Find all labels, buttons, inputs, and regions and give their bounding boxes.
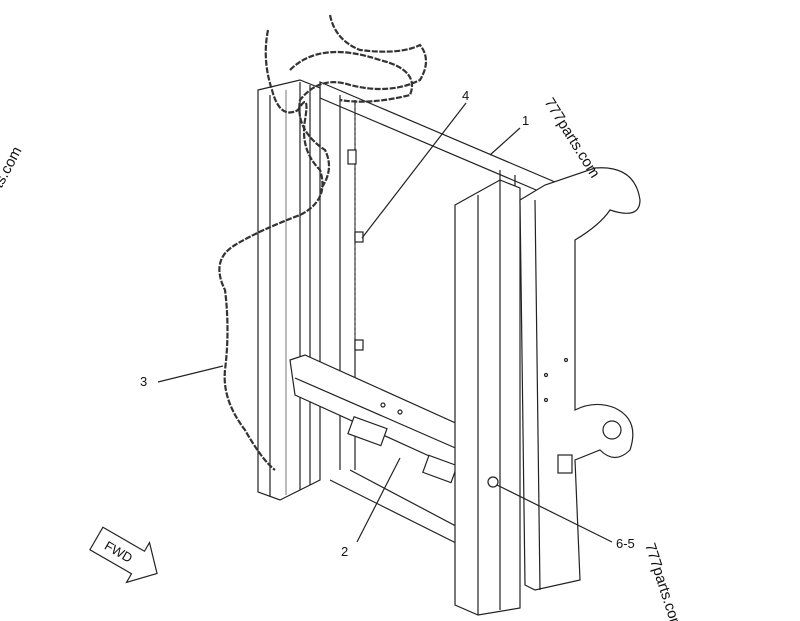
crossbar (289, 354, 461, 484)
watermark-left: 777parts.com (0, 144, 26, 232)
callout-3: 3 (140, 374, 147, 389)
left-rail (257, 79, 321, 501)
wire-harness (218, 14, 428, 471)
callout-4: 4 (462, 88, 469, 103)
side-plate (519, 167, 641, 591)
watermark-bottom-right: 777parts.com (641, 541, 685, 621)
callout-6-5: 6-5 (616, 536, 635, 551)
callout-1: 1 (522, 113, 529, 128)
right-rail (454, 179, 521, 616)
callout-2: 2 (341, 544, 348, 559)
callout-leaders (157, 102, 613, 543)
fwd-arrow-icon: FWD (89, 526, 158, 584)
watermark-top-right: 777parts.com (541, 95, 604, 181)
